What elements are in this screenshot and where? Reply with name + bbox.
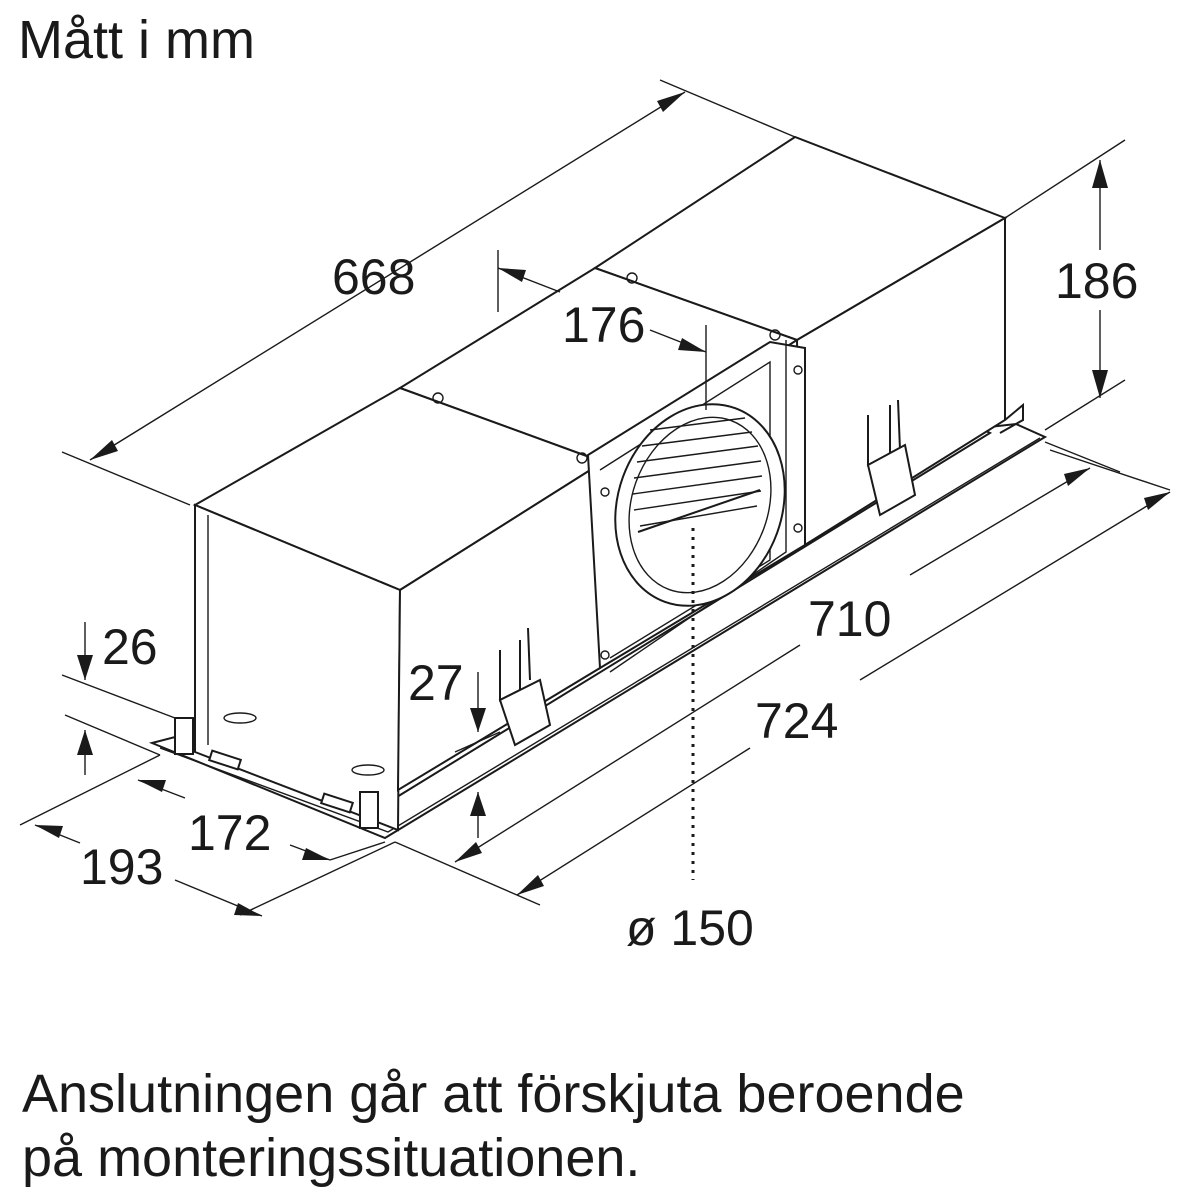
dim-flange-length: 710: [808, 591, 891, 647]
note-line-1: Anslutningen går att förskjuta beroende: [22, 1064, 965, 1124]
dim-flange-height-mid: 27: [408, 655, 464, 711]
dim-depth-outer: 193: [80, 839, 163, 895]
dim-outlet-diameter: ø 150: [626, 900, 754, 956]
note-line-2: på monteringssituationen.: [22, 1128, 641, 1188]
dim-flange-height-left: 26: [102, 619, 158, 675]
dim-height: 186: [1055, 253, 1138, 309]
hood-unit: [148, 135, 1048, 840]
dim-total-length: 724: [755, 693, 838, 749]
screw-holes: [432, 272, 803, 660]
mounting-clip-right: [866, 399, 917, 517]
outlet-spigot-outer: [614, 403, 786, 607]
drawing-title: Mått i mm: [18, 10, 255, 70]
installation-note: Anslutningen går att förskjuta beroende …: [22, 1062, 1182, 1190]
dim-outlet-offset: 176: [562, 297, 645, 353]
right-box-back-edge: [999, 402, 1024, 434]
dimension-lines: [19, 79, 1171, 917]
flange-edge: [159, 437, 1041, 833]
dim-length-top: 668: [332, 249, 415, 305]
damper-flap-edge: [637, 489, 761, 533]
outlet-frame-rail: [609, 340, 787, 673]
left-box-front: [194, 503, 402, 832]
outlet-damper-hatch: [632, 417, 763, 527]
dim-depth-inner: 172: [188, 805, 271, 861]
front-tabs: [174, 712, 385, 829]
mounting-clip-left: [498, 627, 552, 747]
